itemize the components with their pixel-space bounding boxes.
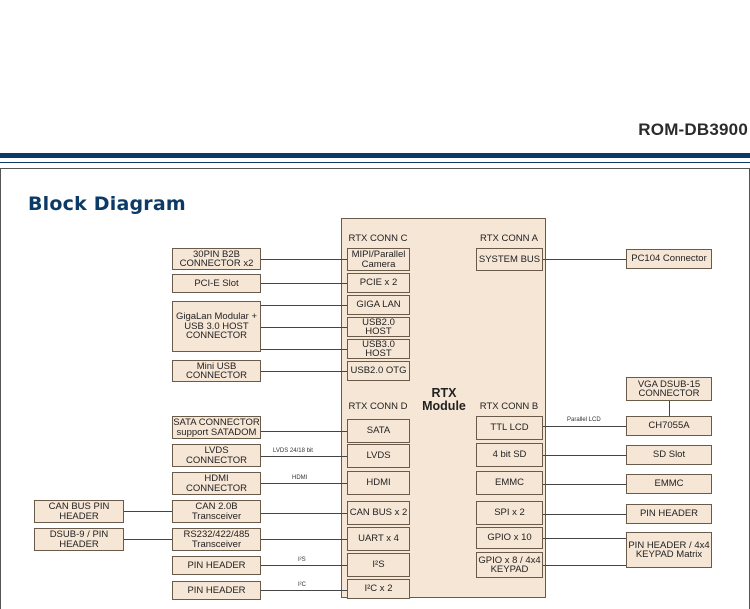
conn-b-label: RTX CONN B — [479, 401, 539, 412]
hdmi-box: HDMI — [347, 471, 410, 495]
line-sd — [543, 455, 626, 456]
system-bus-box: SYSTEM BUS — [476, 248, 543, 271]
usb20-otg-box: USB2.0 OTG — [347, 361, 410, 381]
hdmi-connector-box: HDMI CONNECTOR — [172, 472, 261, 495]
usb20-host-box: USB2.0 HOST — [347, 317, 410, 337]
line-pcie — [261, 283, 347, 284]
line-sata — [261, 431, 347, 432]
line-gpio8 — [543, 565, 626, 566]
lvds-box: LVDS — [347, 444, 410, 468]
sata-box: SATA — [347, 419, 410, 443]
can-bus-pin-header-box: CAN BUS PIN HEADER — [34, 500, 124, 523]
line-canbus-pin — [124, 511, 172, 512]
lvds-bit-label: LVDS 24/18 bit — [273, 448, 313, 454]
sd-slot-box: SD Slot — [626, 445, 712, 465]
line-gpio10 — [543, 538, 626, 539]
line-vga-ch7055a — [669, 401, 670, 416]
parallel-lcd-label: Parallel LCD — [567, 417, 601, 423]
hdmi-line-label: HDMI — [292, 475, 308, 481]
sd-4bit-box: 4 bit SD — [476, 443, 543, 467]
emmc-outer-box: EMMC — [626, 474, 712, 494]
diagram-title: Block Diagram — [28, 193, 186, 215]
module-title-line1: RTX — [431, 386, 457, 400]
line-sysbus — [543, 259, 626, 260]
mipi-camera-box: MIPI/Parallel Camera — [347, 248, 410, 271]
can-bus-box: CAN BUS x 2 — [347, 501, 410, 525]
giga-lan-box: GIGA LAN — [347, 295, 410, 315]
i2s-line-label: I²S — [298, 557, 306, 563]
conn-d-label: RTX CONN D — [348, 401, 408, 412]
uart-box: UART x 4 — [347, 527, 410, 551]
line-usb20host — [261, 327, 347, 328]
pin-header-i2s-box: PIN HEADER — [172, 556, 261, 575]
line-usb30host — [261, 349, 347, 350]
line-hdmi — [261, 483, 347, 484]
gigalan-usb-connector-box: GigaLan Modular + USB 3.0 HOST CONNECTOR — [172, 301, 261, 352]
usb30-host-box: USB3.0 HOST — [347, 339, 410, 359]
conn-a-label: RTX CONN A — [480, 233, 538, 244]
emmc-inner-box: EMMC — [476, 471, 543, 495]
line-spi — [543, 514, 626, 515]
vga-dsub15-box: VGA DSUB-15 CONNECTOR — [626, 377, 712, 401]
line-can — [261, 513, 347, 514]
line-emmc — [543, 484, 626, 485]
line-dsub9 — [124, 539, 172, 540]
line-lvds — [261, 456, 347, 457]
ch7055a-box: CH7055A — [626, 416, 712, 436]
model-name: ROM-DB3900 — [638, 120, 748, 139]
rs232-transceiver-box: RS232/422/485 Transceiver — [172, 528, 261, 551]
sata-connector-box: SATA CONNECTOR support SATADOM — [172, 416, 261, 439]
gpio10-box: GPIO x 10 — [476, 527, 543, 549]
spi-box: SPI x 2 — [476, 501, 543, 525]
line-giga — [261, 305, 347, 306]
can-transceiver-box: CAN 2.0B Transceiver — [172, 500, 261, 523]
header-bar — [0, 153, 750, 158]
ttl-lcd-box: TTL LCD — [476, 416, 543, 440]
line-i2s — [261, 565, 347, 566]
pin-header-right-box: PIN HEADER — [626, 504, 712, 524]
keypad-matrix-box: PIN HEADER / 4x4 KEYPAD Matrix — [626, 532, 712, 568]
mini-usb-connector-box: Mini USB CONNECTOR — [172, 360, 261, 382]
line-ttl-lcd — [543, 426, 626, 427]
module-title: RTX Module — [414, 387, 474, 413]
lvds-connector-box: LVDS CONNECTOR — [172, 444, 261, 467]
dsub9-pin-header-box: DSUB-9 / PIN HEADER — [34, 528, 124, 551]
module-title-line2: Module — [422, 399, 466, 413]
pc104-connector-box: PC104 Connector — [626, 249, 712, 269]
header-divider — [0, 162, 750, 163]
i2s-box: I²S — [347, 553, 410, 577]
line-b2b — [261, 259, 347, 260]
conn-c-label: RTX CONN C — [348, 233, 408, 244]
line-uart — [261, 539, 347, 540]
pcie-slot-box: PCI-E Slot — [172, 274, 261, 293]
gpio8-box: GPIO x 8 / 4x4 KEYPAD — [476, 552, 543, 578]
i2c-line-label: I²C — [298, 582, 306, 588]
b2b-connector-box: 30PIN B2B CONNECTOR x2 — [172, 248, 261, 270]
i2c-box: I²C x 2 — [347, 579, 410, 599]
line-usb20otg — [261, 371, 347, 372]
pcie-box: PCIE x 2 — [347, 273, 410, 293]
